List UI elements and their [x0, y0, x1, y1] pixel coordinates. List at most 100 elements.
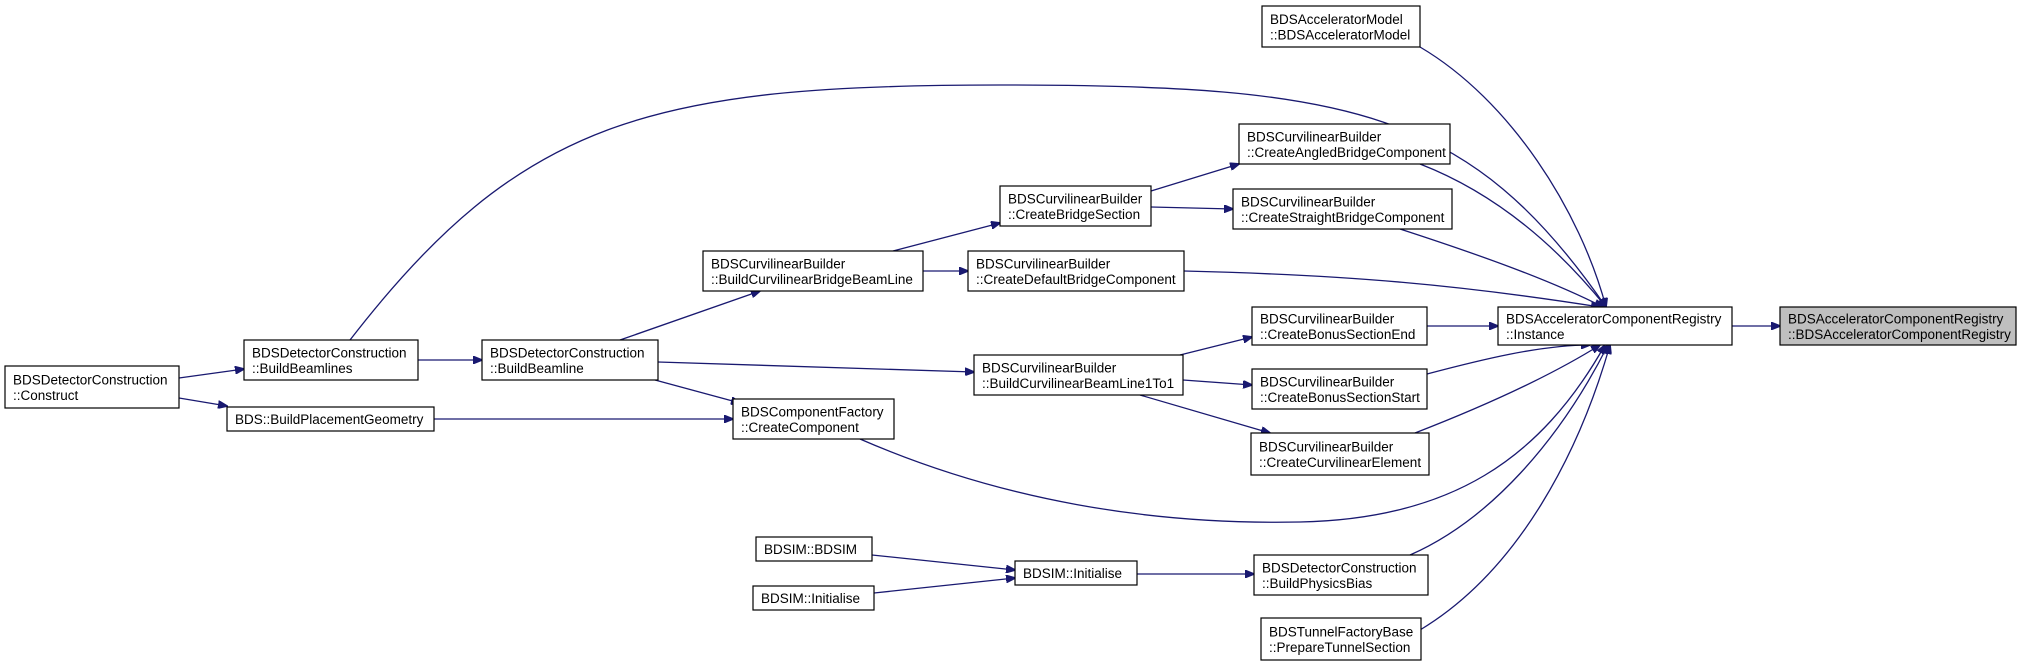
edge-bonus_start-to-instance: [1426, 345, 1590, 375]
edge-acc_model-to-instance: [1419, 46, 1606, 307]
node-bdsim-init-b[interactable]: BDSIM::Initialise: [752, 585, 875, 611]
node-box: [755, 536, 873, 562]
node-box: [243, 339, 419, 381]
edges-layer: [178, 46, 1780, 631]
node-straight[interactable]: BDSCurvilinearBuilder::CreateStraightBri…: [1232, 188, 1453, 230]
node-default-bridge[interactable]: BDSCurvilinearBuilder::CreateDefaultBrid…: [967, 250, 1185, 292]
node-label-line: ::BuildBeamlines: [252, 361, 353, 376]
node-label-line: BDSIM::Initialise: [761, 591, 860, 606]
node-label-line: ::BDSAcceleratorComponentRegistry: [1788, 327, 2011, 342]
node-label-line: ::CreateBridgeSection: [1008, 207, 1140, 222]
node-box: [1260, 617, 1422, 661]
edge-curv_element-to-instance: [1414, 345, 1600, 434]
node-label-line: BDSCurvilinearBuilder: [976, 256, 1111, 271]
node-label-line: ::CreateComponent: [741, 420, 859, 435]
node-label-line: ::CreateDefaultBridgeComponent: [976, 272, 1176, 287]
node-bdsim-ctor[interactable]: BDSIM::BDSIM: [755, 536, 873, 562]
edge-construct-to-placement: [178, 397, 227, 406]
node-box: [973, 354, 1184, 396]
edge-bridge_section-to-angled: [1150, 164, 1239, 192]
node-label-line: ::CreateStraightBridgeComponent: [1241, 210, 1445, 225]
node-label-line: BDS::BuildPlacementGeometry: [235, 412, 424, 427]
node-label-line: ::CreateBonusSectionStart: [1260, 390, 1420, 405]
node-box: [1014, 560, 1138, 586]
nodes-layer: BDSAcceleratorComponentRegistry::BDSAcce…: [4, 5, 2017, 661]
node-label-line: ::BuildBeamline: [490, 361, 584, 376]
node-label-line: BDSCurvilinearBuilder: [711, 256, 846, 271]
edge-beamline_1to1-to-bonus_end: [1179, 337, 1252, 356]
node-beamline-1to1[interactable]: BDSCurvilinearBuilder::BuildCurvilinearB…: [973, 354, 1184, 396]
node-box: [1253, 554, 1429, 596]
node-acc-model[interactable]: BDSAcceleratorModel::BDSAcceleratorModel: [1261, 5, 1421, 48]
edge-physics_bias-to-instance: [1409, 345, 1608, 556]
node-label-line: BDSDetectorConstruction: [252, 345, 407, 360]
node-label-line: ::CreateAngledBridgeComponent: [1247, 145, 1446, 160]
node-label-line: BDSAcceleratorComponentRegistry: [1788, 311, 2004, 326]
edge-bdsim_init_b-to-bdsim_init_a: [873, 578, 1015, 594]
node-bonus-end[interactable]: BDSCurvilinearBuilder::CreateBonusSectio…: [1251, 306, 1428, 346]
node-label-line: BDSIM::BDSIM: [764, 542, 857, 557]
edge-bridge_beamline-to-bridge_section: [892, 223, 1000, 252]
node-construct[interactable]: BDSDetectorConstruction::Construct: [4, 365, 180, 409]
node-label-line: BDSCurvilinearBuilder: [1260, 374, 1395, 389]
node-box: [702, 250, 924, 292]
node-build-beamline[interactable]: BDSDetectorConstruction::BuildBeamline: [481, 339, 659, 381]
node-label-line: ::BuildCurvilinearBeamLine1To1: [982, 376, 1174, 391]
node-label-line: BDSCurvilinearBuilder: [1260, 311, 1395, 326]
node-placement[interactable]: BDS::BuildPlacementGeometry: [226, 406, 435, 432]
edge-create_component-to-instance: [859, 345, 1605, 523]
node-bdsim-init-a[interactable]: BDSIM::Initialise: [1014, 560, 1138, 586]
node-label-line: ::BDSAcceleratorModel: [1270, 27, 1410, 42]
node-label-line: BDSCurvilinearBuilder: [982, 360, 1117, 375]
edge-bridge_section-to-straight: [1150, 207, 1233, 209]
node-label-line: ::PrepareTunnelSection: [1269, 640, 1410, 655]
node-bonus-start[interactable]: BDSCurvilinearBuilder::CreateBonusSectio…: [1251, 368, 1428, 410]
edge-build_beamline-to-bridge_beamline: [619, 291, 760, 341]
node-box: [1238, 123, 1451, 165]
node-box: [1232, 188, 1453, 230]
node-label-line: BDSDetectorConstruction: [490, 345, 645, 360]
node-box: [226, 406, 435, 432]
node-angled[interactable]: BDSCurvilinearBuilder::CreateAngledBridg…: [1238, 123, 1451, 165]
node-bridge-beamline[interactable]: BDSCurvilinearBuilder::BuildCurvilinearB…: [702, 250, 924, 292]
node-box: [999, 185, 1152, 227]
edge-default_bridge-to-instance: [1183, 270, 1600, 307]
node-label-line: BDSCurvilinearBuilder: [1247, 129, 1382, 144]
node-bridge-section[interactable]: BDSCurvilinearBuilder::CreateBridgeSecti…: [999, 185, 1152, 227]
node-tunnel[interactable]: BDSTunnelFactoryBase::PrepareTunnelSecti…: [1260, 617, 1422, 661]
node-label-line: BDSAcceleratorComponentRegistry: [1506, 311, 1722, 326]
edge-bdsim_ctor-to-bdsim_init_a: [871, 554, 1015, 570]
node-create-component[interactable]: BDSComponentFactory::CreateComponent: [732, 398, 895, 440]
node-label-line: BDSDetectorConstruction: [13, 372, 168, 387]
edge-build_beamlines-to-instance: [349, 84, 1606, 341]
node-label-line: BDSCurvilinearBuilder: [1241, 194, 1376, 209]
node-box: [1497, 306, 1733, 346]
node-instance[interactable]: BDSAcceleratorComponentRegistry::Instanc…: [1497, 306, 1733, 346]
node-physics-bias[interactable]: BDSDetectorConstruction::BuildPhysicsBia…: [1253, 554, 1429, 596]
edge-straight-to-instance: [1399, 228, 1603, 307]
node-box: [1261, 5, 1421, 48]
node-build-beamlines[interactable]: BDSDetectorConstruction::BuildBeamlines: [243, 339, 419, 381]
node-label-line: ::BuildCurvilinearBridgeBeamLine: [711, 272, 913, 287]
node-curv-element[interactable]: BDSCurvilinearBuilder::CreateCurvilinear…: [1250, 432, 1430, 476]
node-label-line: ::CreateBonusSectionEnd: [1260, 327, 1415, 342]
edge-build_beamline-to-create_component: [654, 379, 740, 403]
node-label-line: BDSDetectorConstruction: [1262, 560, 1417, 575]
node-label-line: ::BuildPhysicsBias: [1262, 576, 1373, 591]
edge-beamline_1to1-to-bonus_start: [1182, 379, 1252, 385]
edge-construct-to-build_beamlines: [178, 369, 244, 379]
node-acc-ctor[interactable]: BDSAcceleratorComponentRegistry::BDSAcce…: [1779, 306, 2017, 346]
node-box: [1250, 432, 1430, 476]
node-box: [752, 585, 875, 611]
node-box: [4, 365, 180, 409]
edge-tunnel-to-instance: [1419, 345, 1610, 631]
node-label-line: BDSCurvilinearBuilder: [1008, 191, 1143, 206]
edge-build_beamline-to-beamline_1to1: [657, 361, 974, 372]
node-box: [732, 398, 895, 440]
node-label-line: ::Instance: [1506, 327, 1565, 342]
node-box: [481, 339, 659, 381]
node-label-line: BDSTunnelFactoryBase: [1269, 624, 1413, 639]
node-label-line: ::Construct: [13, 388, 79, 403]
node-box: [1251, 368, 1428, 410]
